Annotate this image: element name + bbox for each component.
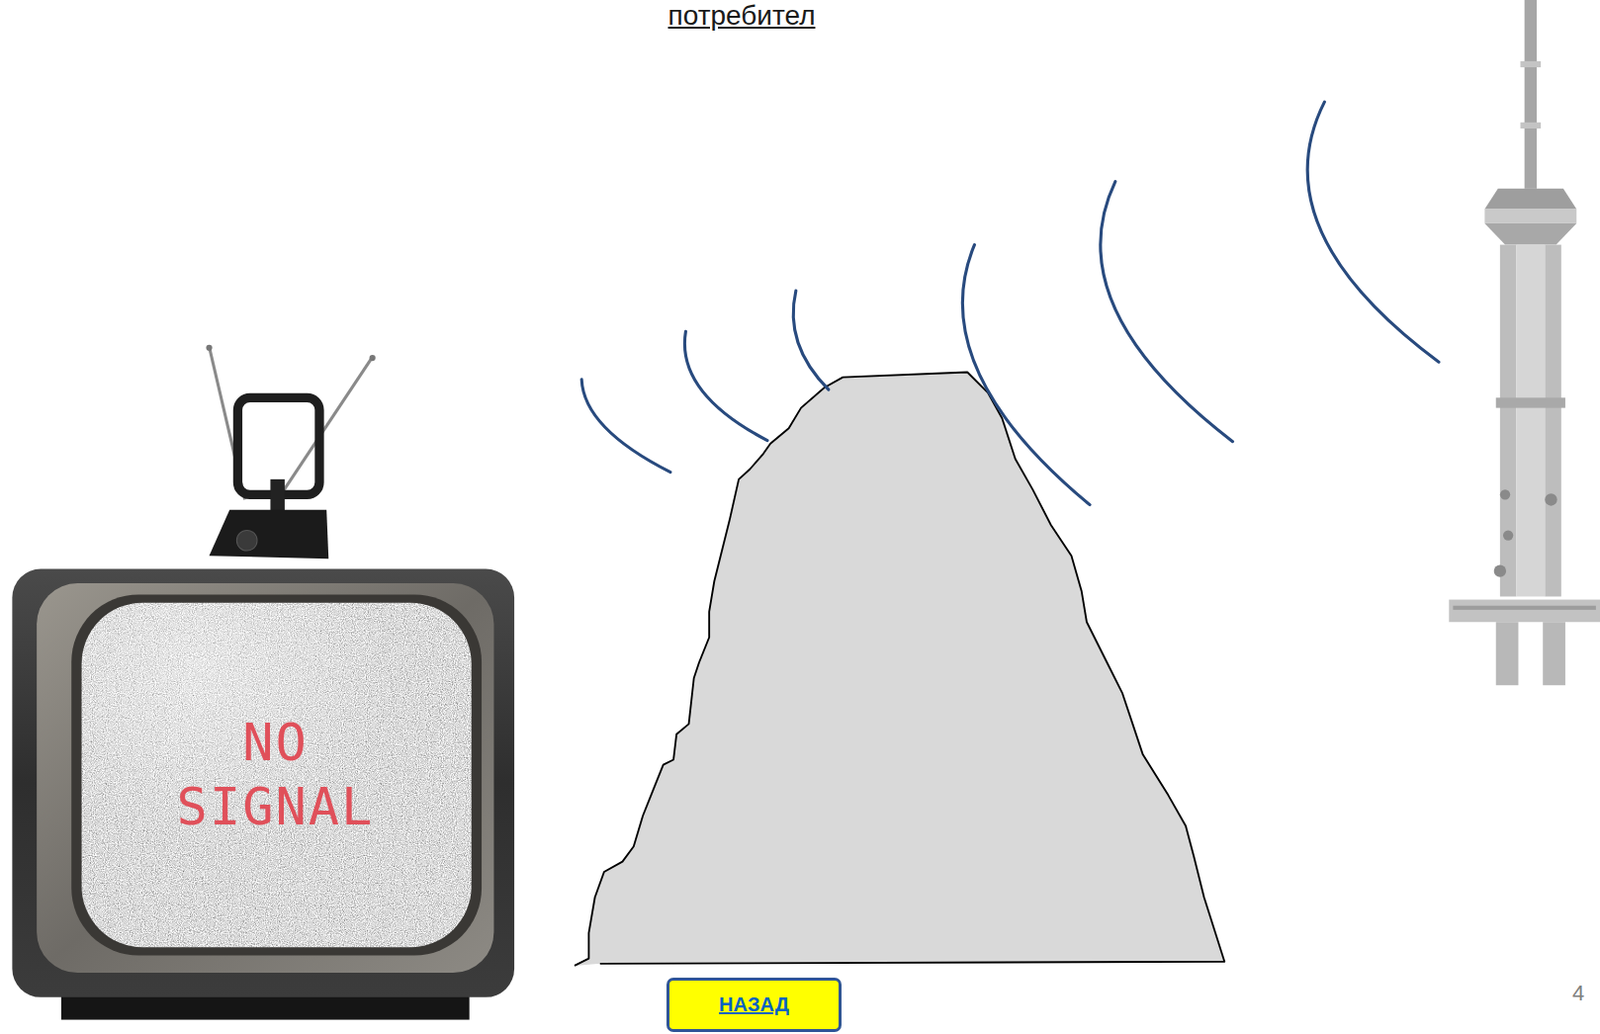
tower-base: [1452, 606, 1596, 611]
signal-wave: [1307, 101, 1439, 362]
tower-dot: [1503, 530, 1513, 540]
static-noise: [82, 603, 472, 949]
tower-dot: [1494, 564, 1507, 577]
signal-wave: [581, 379, 671, 473]
tower-leg: [1500, 245, 1517, 598]
signal-waves: [581, 101, 1439, 505]
antenna-rod: [277, 356, 373, 500]
tower-deck: [1484, 188, 1577, 210]
antenna-tip: [205, 345, 212, 352]
mountain: [574, 372, 1225, 967]
signal-wave: [793, 290, 829, 390]
tv-antenna: [205, 345, 375, 560]
antenna-knob: [236, 530, 258, 551]
antenna-base: [209, 510, 330, 560]
tower-dot: [1500, 489, 1511, 500]
tower-foot: [1496, 622, 1519, 686]
page-number: 4: [1572, 980, 1585, 1007]
tv-screen: [82, 603, 472, 949]
tower-spire: [1524, 0, 1537, 189]
back-button: НАЗАД: [666, 977, 842, 1033]
tower-ring: [1520, 122, 1542, 129]
tower-band: [1496, 397, 1566, 408]
tv-set: [11, 569, 515, 1021]
tv-bezel: [71, 594, 482, 956]
tower-shaft: [1515, 245, 1545, 598]
tower-base: [1448, 600, 1600, 623]
signal-wave: [684, 331, 768, 441]
button-label: НАЗАД: [718, 993, 790, 1017]
tv-tower: [1448, 0, 1600, 686]
screen-glare: [82, 603, 472, 949]
tv-screen-box: NO SIGNAL: [81, 603, 470, 948]
antenna-tip: [369, 355, 376, 361]
tv-body: [11, 569, 515, 998]
signal-wave: [962, 245, 1090, 506]
tower-leg: [1544, 245, 1562, 598]
tower-foot: [1542, 622, 1566, 686]
tv-frame: [36, 583, 494, 974]
tower-dot: [1544, 493, 1557, 506]
tower-deck: [1484, 208, 1577, 223]
screen-message: NO SIGNAL: [167, 711, 385, 840]
tower-ring: [1520, 61, 1542, 68]
slide-title: потребител: [668, 0, 816, 32]
tower-deck: [1484, 223, 1577, 246]
signal-wave: [1100, 181, 1234, 443]
